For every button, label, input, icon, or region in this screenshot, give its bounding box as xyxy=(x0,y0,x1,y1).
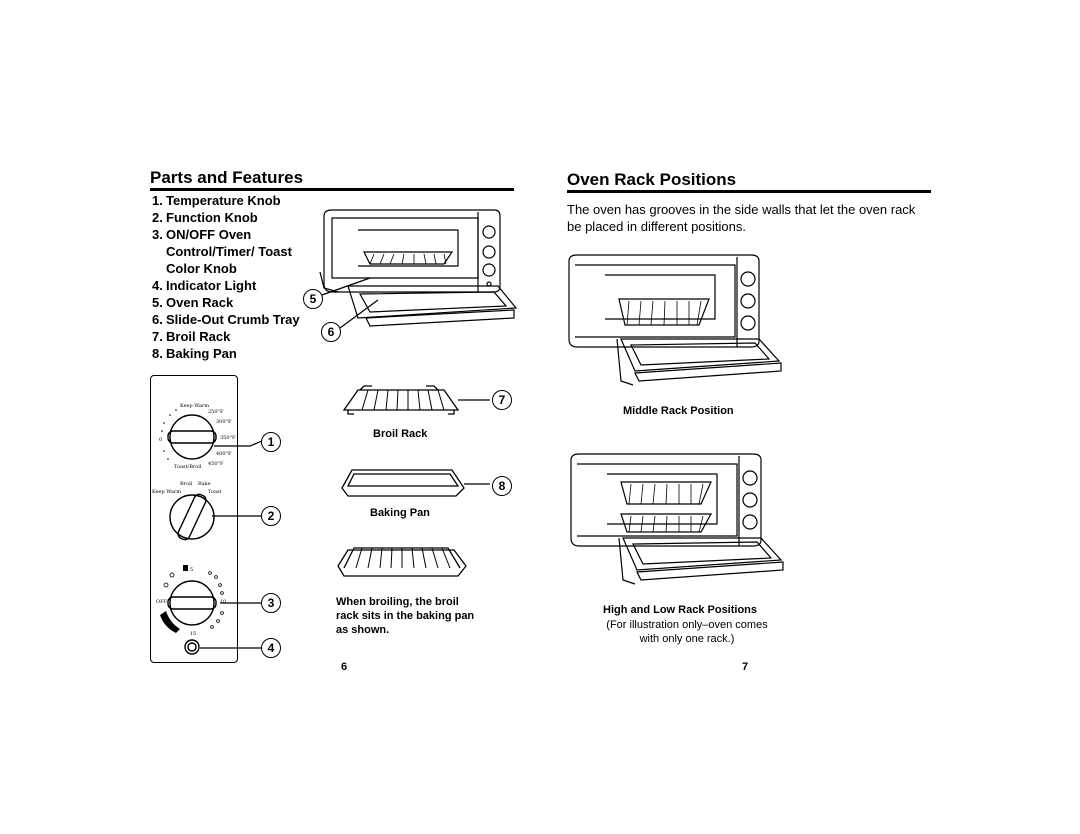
svg-text:300°F: 300°F xyxy=(216,419,232,425)
list-item: 1.Temperature Knob xyxy=(152,193,281,208)
callout-2: 2 xyxy=(261,506,281,526)
oven-illustration xyxy=(319,209,518,327)
list-item: 8.Baking Pan xyxy=(152,346,237,361)
list-item: 7.Broil Rack xyxy=(152,329,231,344)
callout-lines-top xyxy=(321,277,379,329)
control-panel xyxy=(150,375,238,663)
knob-label: Keep Warm xyxy=(180,403,209,409)
list-item: 3.ON/OFF Oven Control/Timer/ Toast Color… xyxy=(152,227,292,276)
broil-rack-caption: Broil Rack xyxy=(373,428,428,440)
broil-note: When broiling, the broil rack sits in th… xyxy=(336,596,475,636)
parts-title: Parts and Features xyxy=(150,168,304,187)
list-item: 5.Oven Rack xyxy=(152,295,234,310)
callout-4: 4 xyxy=(261,638,281,658)
panel-callout-lines xyxy=(200,440,266,649)
high-low-caption: High and Low Rack Positions xyxy=(603,604,758,616)
svg-text:15: 15 xyxy=(190,631,196,637)
left-rule xyxy=(150,188,514,191)
svg-text:Bake: Bake xyxy=(198,481,211,487)
page-number-right: 7 xyxy=(742,661,749,673)
callout-7: 7 xyxy=(492,390,512,410)
baking-pan-caption: Baking Pan xyxy=(370,507,430,519)
right-rule xyxy=(567,190,931,193)
intro-text: The oven has grooves in the side walls t… xyxy=(567,202,916,234)
rack-in-pan-illustration xyxy=(337,547,467,577)
list-item: 4.Indicator Light xyxy=(152,278,257,293)
callout-1: 1 xyxy=(261,432,281,452)
control-knobs: Keep Warm 250°F 300°F 350°F 400°F 450°F … xyxy=(152,403,236,655)
baking-pan-illustration xyxy=(341,469,490,497)
svg-text:5: 5 xyxy=(190,567,193,573)
oven-middle-rack-illustration xyxy=(568,254,782,386)
svg-text:Toast: Toast xyxy=(208,489,222,495)
svg-text:10: 10 xyxy=(220,599,226,605)
svg-text:Broil: Broil xyxy=(180,481,193,487)
svg-text:Toast/Broil: Toast/Broil xyxy=(174,464,202,470)
callout-3: 3 xyxy=(261,593,281,613)
rack-positions-title: Oven Rack Positions xyxy=(567,170,737,189)
callout-6: 6 xyxy=(321,322,341,342)
oven-high-low-rack-illustration xyxy=(570,453,784,585)
svg-text:400°F: 400°F xyxy=(216,451,232,457)
callout-5: 5 xyxy=(303,289,323,309)
svg-text:250°F: 250°F xyxy=(208,409,224,415)
svg-text:OFF: OFF xyxy=(156,599,168,605)
callout-8: 8 xyxy=(492,476,512,496)
list-item: 6.Slide-Out Crumb Tray xyxy=(152,312,300,327)
illustration-note: (For illustration only–oven comes with o… xyxy=(606,619,768,645)
page-number-left: 6 xyxy=(341,661,348,673)
middle-rack-caption: Middle Rack Position xyxy=(623,405,734,417)
broil-rack-illustration xyxy=(342,385,490,415)
svg-text:0: 0 xyxy=(159,437,162,443)
svg-text:450°F: 450°F xyxy=(208,461,224,467)
svg-text:350°F: 350°F xyxy=(220,435,236,441)
svg-text:Keep Warm: Keep Warm xyxy=(152,489,181,495)
parts-list: 1.Temperature Knob 2.Function Knob 3.ON/… xyxy=(152,192,300,362)
list-item: 2.Function Knob xyxy=(152,210,258,225)
